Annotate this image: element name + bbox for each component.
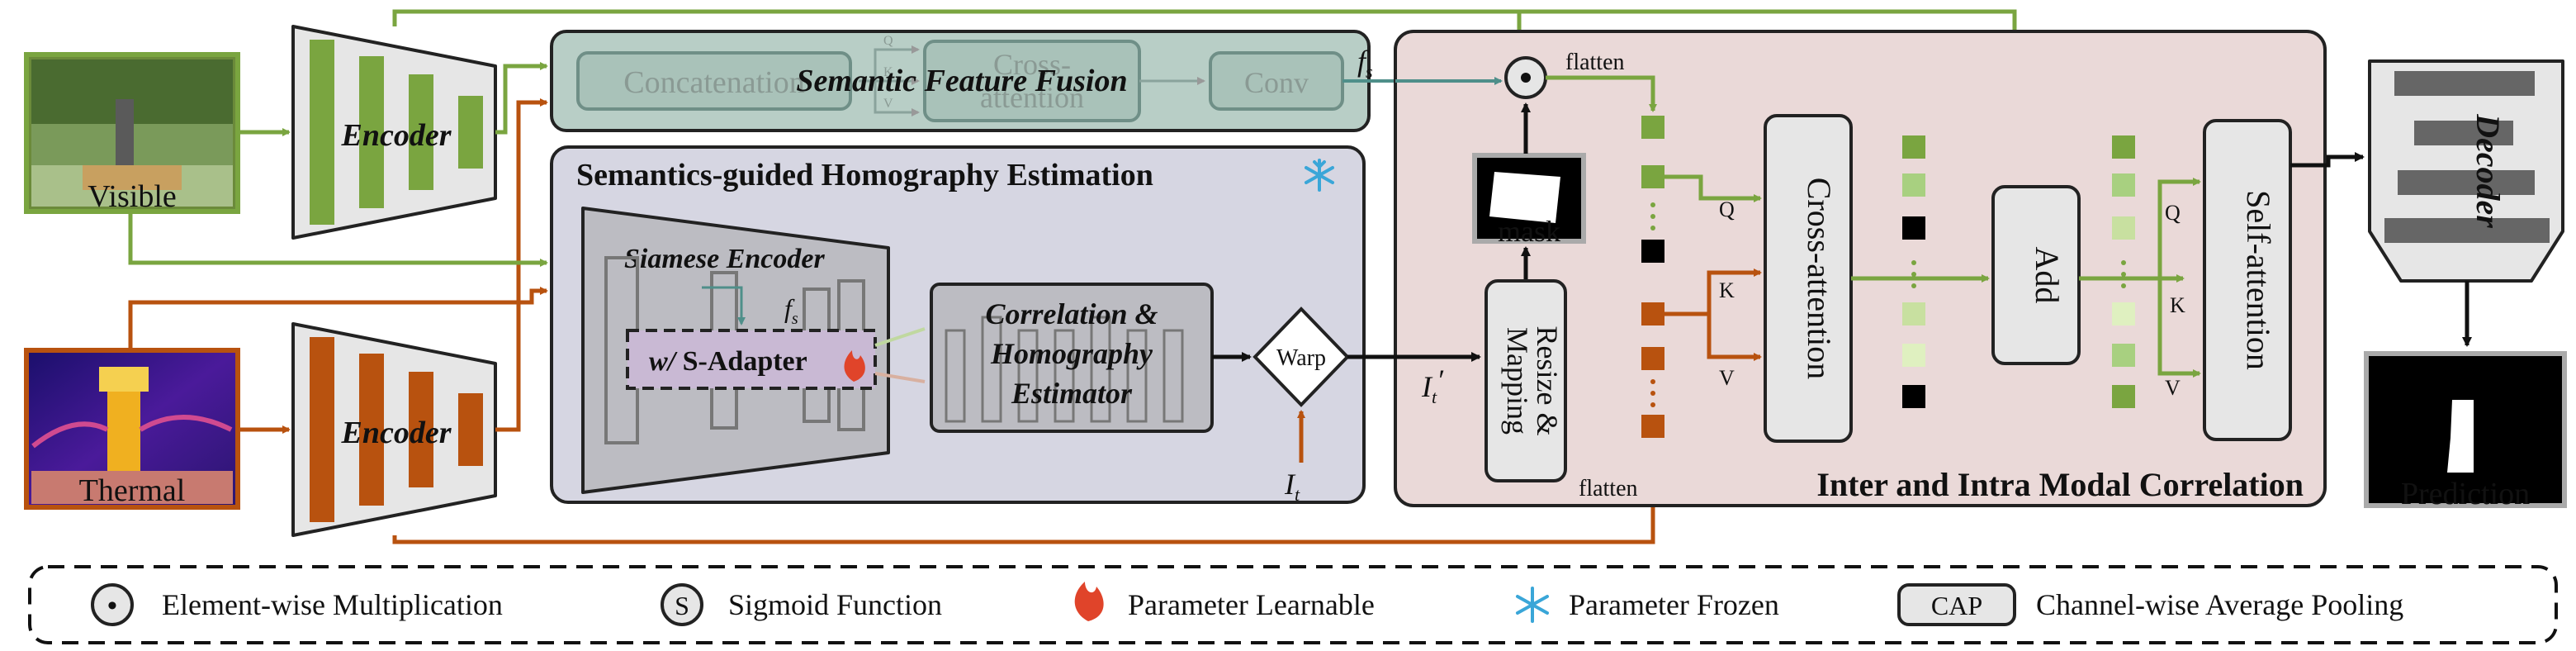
- legend-snowflake-icon: [1516, 587, 1549, 623]
- legend-flame-icon: [1074, 582, 1104, 621]
- siamese-encoder-label: Siamese Encoder: [624, 244, 825, 274]
- homography-title: Semantics-guided Homography Estimation: [576, 158, 1153, 192]
- cross-q-label: Q: [1719, 197, 1735, 221]
- legend-cap-icon: [1897, 583, 2016, 626]
- decoder: Decoder: [2368, 59, 2564, 283]
- flatten-top-label: flatten: [1565, 50, 1625, 75]
- flatten-bottom-label: flatten: [1579, 476, 1638, 501]
- cross-k-label: K: [1719, 278, 1735, 302]
- thermal-to-homography-arrow: [128, 287, 548, 350]
- cross-v-label: V: [1719, 366, 1735, 390]
- semantic-fusion-module: Concatenation Cross- attention Conv Q K …: [550, 30, 1371, 132]
- decoder-label: Decoder: [2469, 113, 2507, 228]
- self-v-label: V: [2165, 376, 2181, 400]
- it-label: It: [1284, 468, 1300, 505]
- prediction-label: Prediction: [2401, 477, 2530, 511]
- conv-label: Conv: [1244, 66, 1309, 99]
- legend-learnable-text: Parameter Learnable: [1128, 588, 1375, 621]
- resize-line1: Resize &: [1531, 326, 1564, 436]
- corr-estimator-line2: Homography: [990, 337, 1153, 370]
- visible-input-image: Visible: [24, 52, 240, 214]
- legend-frozen-text: Parameter Frozen: [1569, 588, 1779, 621]
- encoder-top-label: Encoder: [341, 118, 452, 153]
- encoder-bottom-bus-to-correlation: [392, 476, 1657, 544]
- semantic-fusion-title: Semantic Feature Fusion: [796, 64, 1127, 98]
- cross-attention-line2: attention: [980, 81, 1084, 114]
- legend-mult-symbol: •: [107, 591, 117, 621]
- encoder-bottom: Encoder: [291, 322, 497, 537]
- fusion-q-label: Q: [883, 34, 893, 48]
- legend-mult-icon: [91, 583, 134, 626]
- learnable-flame-icon: [844, 350, 865, 382]
- encoder-top: Encoder: [291, 25, 497, 240]
- legend-mult-text: Element-wise Multiplication: [162, 588, 503, 621]
- fusion-v-label: V: [883, 97, 893, 111]
- self-attention-to-decoder-arrow: [2290, 152, 2365, 168]
- legend: • Element-wise Multiplication S Sigmoid …: [28, 565, 2558, 644]
- mask-label: mask: [1498, 215, 1560, 248]
- cross-attention-line1: Cross-: [993, 48, 1071, 81]
- visible-to-homography-arrow: [128, 211, 548, 267]
- self-q-label: Q: [2165, 201, 2181, 225]
- corr-estimator-line1: Correlation &: [985, 297, 1158, 330]
- warp-label: Warp: [1276, 345, 1326, 371]
- thermal-label: Thermal: [79, 473, 186, 508]
- legend-sigmoid-symbol: S: [675, 591, 689, 620]
- prediction-output-image: Prediction: [2364, 351, 2567, 511]
- visible-label: Visible: [88, 179, 177, 214]
- cross-attention-block-label: Cross-attention: [1801, 178, 1838, 379]
- legend-sigmoid-text: Sigmoid Function: [728, 588, 942, 621]
- self-k-label: K: [2170, 293, 2185, 317]
- fusion-k-label: K: [883, 65, 893, 79]
- encoder-top-to-fusion-arrow: [495, 62, 548, 135]
- encoder-bottom-label: Encoder: [341, 416, 452, 450]
- homography-estimation-module: Semantics-guided Homography Estimation S…: [550, 145, 1366, 505]
- legend-cap-symbol: CAP: [1931, 591, 1982, 620]
- legend-sigmoid-icon: [661, 583, 703, 626]
- itp-label: It′: [1421, 364, 1444, 407]
- encoder-bottom-to-fusion-arrow: [495, 98, 548, 432]
- s-adapter-label: w/ S-Adapter: [649, 346, 807, 377]
- self-attention-block-label: Self-attention: [2240, 190, 2277, 370]
- correlation-module: Inter and Intra Modal Correlation flatte…: [1394, 30, 2327, 507]
- legend-cap-text: Channel-wise Average Pooling: [2036, 588, 2403, 621]
- thermal-input-image: Thermal: [24, 348, 240, 510]
- add-block-label: Add: [2029, 247, 2066, 304]
- corr-estimator-line3: Estimator: [1011, 377, 1133, 410]
- resize-line2: Mapping: [1501, 327, 1534, 435]
- correlation-title: Inter and Intra Modal Correlation: [1816, 466, 2304, 503]
- frozen-snowflake-icon: [1305, 159, 1334, 192]
- concatenation-label: Concatenation: [623, 65, 804, 100]
